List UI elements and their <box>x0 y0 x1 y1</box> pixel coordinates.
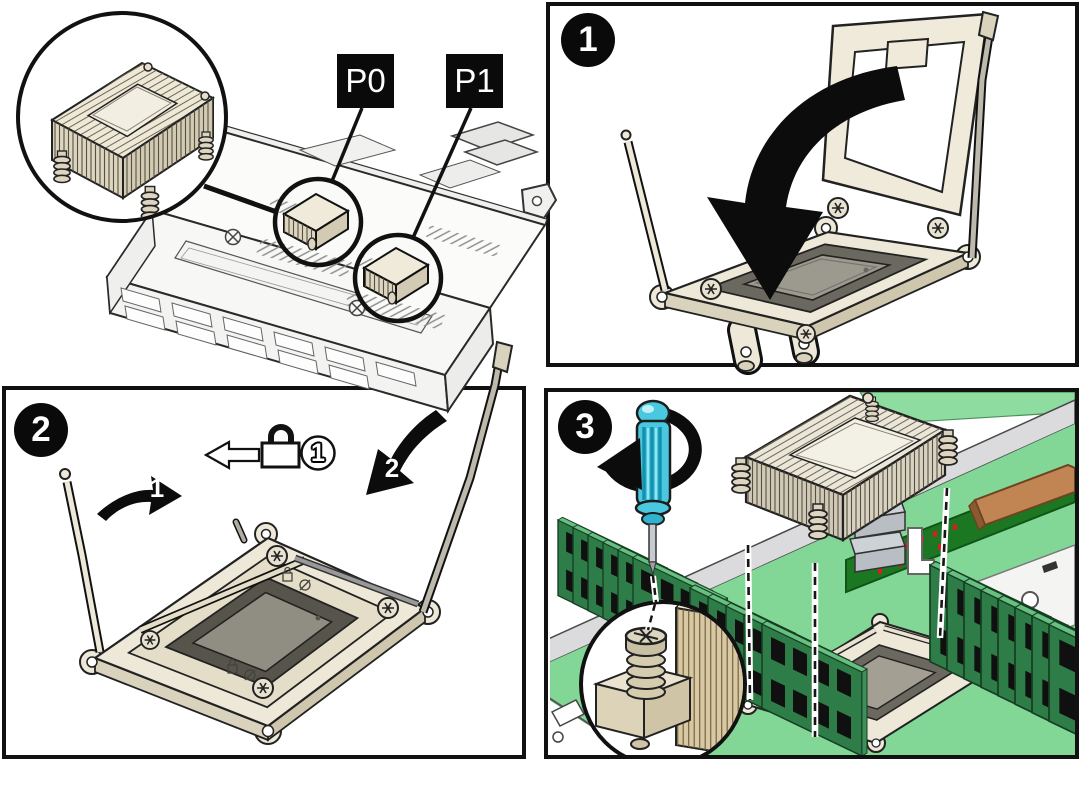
cover-latch-icon <box>224 228 366 317</box>
panel-step2-frame <box>2 386 526 759</box>
panel-step3-frame <box>544 388 1079 759</box>
callout-leader-line <box>203 183 289 219</box>
processor-p0-label: P0 <box>337 54 394 108</box>
drive-bays <box>120 287 417 390</box>
step1-number-badge: 1 <box>561 13 615 67</box>
processor-p1-label: P1 <box>446 54 503 108</box>
lock-sequence-number: 1 <box>311 438 325 467</box>
p1-leader-line <box>410 107 473 241</box>
panel-step1-frame <box>546 2 1079 367</box>
step3-number-badge: 3 <box>558 400 612 454</box>
heatsink-detail-callout <box>16 11 228 223</box>
p0-leader-line <box>328 107 364 187</box>
p1-socket-circle <box>352 232 444 324</box>
step2-number-badge: 2 <box>14 403 68 457</box>
p0-socket-circle <box>272 176 364 268</box>
server-chassis-illustration <box>105 120 558 414</box>
lever-arrow-2-label: 2 <box>384 452 400 483</box>
lever-arrow-1-label: 1 <box>149 472 165 503</box>
